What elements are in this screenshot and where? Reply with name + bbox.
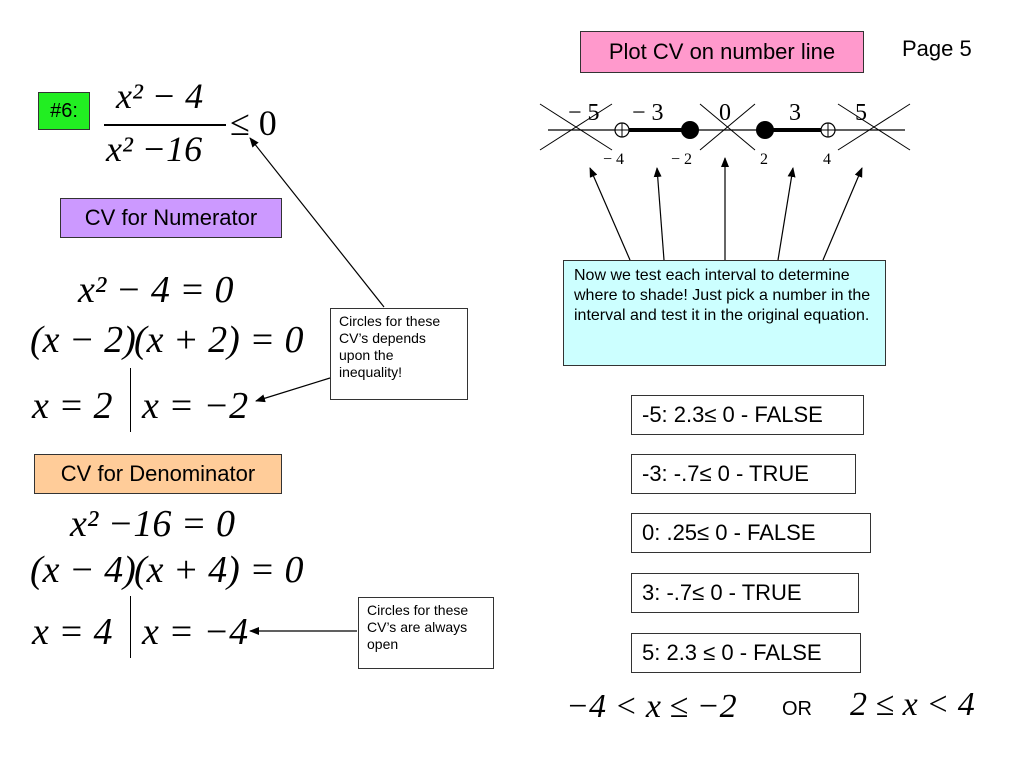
open-circle-neg4: [614, 122, 630, 138]
cross-left-a: [539, 103, 613, 151]
arrow-interval-5: [822, 167, 863, 261]
nl-top-label-3: 0: [719, 100, 731, 126]
test-result-2-text: -3: -.7≤ 0 - TRUE: [642, 461, 809, 486]
test-result-5-text: 5: 2.3 ≤ 0 - FALSE: [642, 640, 822, 665]
test-result-1: -5: 2.3≤ 0 - FALSE: [631, 395, 864, 435]
arrow-interval-2: [653, 167, 665, 261]
answer-connector: OR: [782, 698, 812, 720]
denominator-solution-left: x = 4: [32, 611, 113, 653]
plot-title-box: Plot CV on number line: [580, 31, 864, 73]
denominator-eq1: x² −16 = 0: [70, 503, 236, 545]
test-result-2: -3: -.7≤ 0 - TRUE: [631, 454, 856, 494]
fraction-denominator: x² −16: [106, 129, 203, 169]
answer-left: −4 < x ≤ −2: [566, 688, 737, 725]
nl-top-label-4: 3: [789, 100, 801, 126]
problem-number-badge: #6:: [38, 92, 90, 130]
nl-top-label-2: − 3: [632, 100, 664, 126]
problem-number: #6:: [50, 99, 78, 122]
test-result-3: 0: .25≤ 0 - FALSE: [631, 513, 871, 553]
numerator-eq2-left: (x − 2): [30, 319, 136, 361]
denominator-title-box: CV for Denominator: [34, 454, 282, 494]
cross-mid-b: [699, 103, 756, 151]
note-circles-open: Circles for these CV’s are always open: [358, 597, 494, 669]
arrow-interval-4: [777, 167, 796, 261]
open-circle-4: [820, 122, 836, 138]
note-circles-open-text: Circles for these CV’s are always open: [367, 602, 469, 652]
denominator-eq2-left: (x − 4): [30, 549, 136, 591]
cross-right-b: [837, 103, 911, 151]
denominator-title: CV for Denominator: [60, 461, 256, 486]
plot-title: Plot CV on number line: [608, 39, 836, 64]
numerator-eq1: x² − 4 = 0: [78, 269, 234, 311]
numerator-divider: [130, 368, 131, 432]
numerator-eq2-right: (x + 2) = 0: [134, 319, 304, 361]
cross-mid-a: [699, 103, 756, 151]
test-result-1-text: -5: 2.3≤ 0 - FALSE: [642, 402, 823, 427]
nl-bottom-label-1: − 4: [603, 151, 624, 168]
denominator-eq2-right: (x + 4) = 0: [134, 549, 304, 591]
arrow-interval-1: [589, 167, 631, 261]
test-result-5: 5: 2.3 ≤ 0 - FALSE: [631, 633, 861, 673]
fraction-bar: [104, 124, 226, 126]
nl-top-label-5: 5: [855, 100, 867, 126]
test-result-3-text: 0: .25≤ 0 - FALSE: [642, 520, 816, 545]
nl-bottom-label-3: 2: [760, 151, 768, 168]
nl-bottom-label-2: − 2: [671, 151, 692, 168]
arrow-to-numerator-solution: [255, 377, 331, 403]
test-result-4-text: 3: -.7≤ 0 - TRUE: [642, 580, 802, 605]
numerator-title: CV for Numerator: [84, 205, 258, 230]
note-test-interval-text: Now we test each interval to determine w…: [574, 267, 871, 324]
test-result-4: 3: -.7≤ 0 - TRUE: [631, 573, 859, 613]
page-label: Page 5: [902, 36, 972, 61]
closed-circle-neg2: [681, 121, 699, 139]
nl-top-label-1: − 5: [568, 100, 600, 126]
nl-bottom-label-4: 4: [823, 151, 831, 168]
denominator-solution-right: x = −4: [142, 611, 249, 653]
cross-right-a: [837, 103, 911, 151]
note-test-interval: Now we test each interval to determine w…: [563, 260, 886, 366]
fraction-numerator: x² − 4: [116, 76, 204, 116]
numerator-solution-right: x = −2: [142, 385, 249, 427]
inequality-relation: ≤ 0: [230, 103, 277, 143]
denominator-divider: [130, 596, 131, 658]
note-circles-inequality: Circles for these CV’s depends upon the …: [330, 308, 468, 400]
numerator-title-box: CV for Numerator: [60, 198, 282, 238]
numerator-solution-left: x = 2: [32, 385, 113, 427]
cross-left-b: [539, 103, 613, 151]
note-circles-inequality-text: Circles for these CV’s depends upon the …: [339, 313, 441, 380]
closed-circle-2: [756, 121, 774, 139]
answer-right: 2 ≤ x < 4: [850, 686, 975, 723]
